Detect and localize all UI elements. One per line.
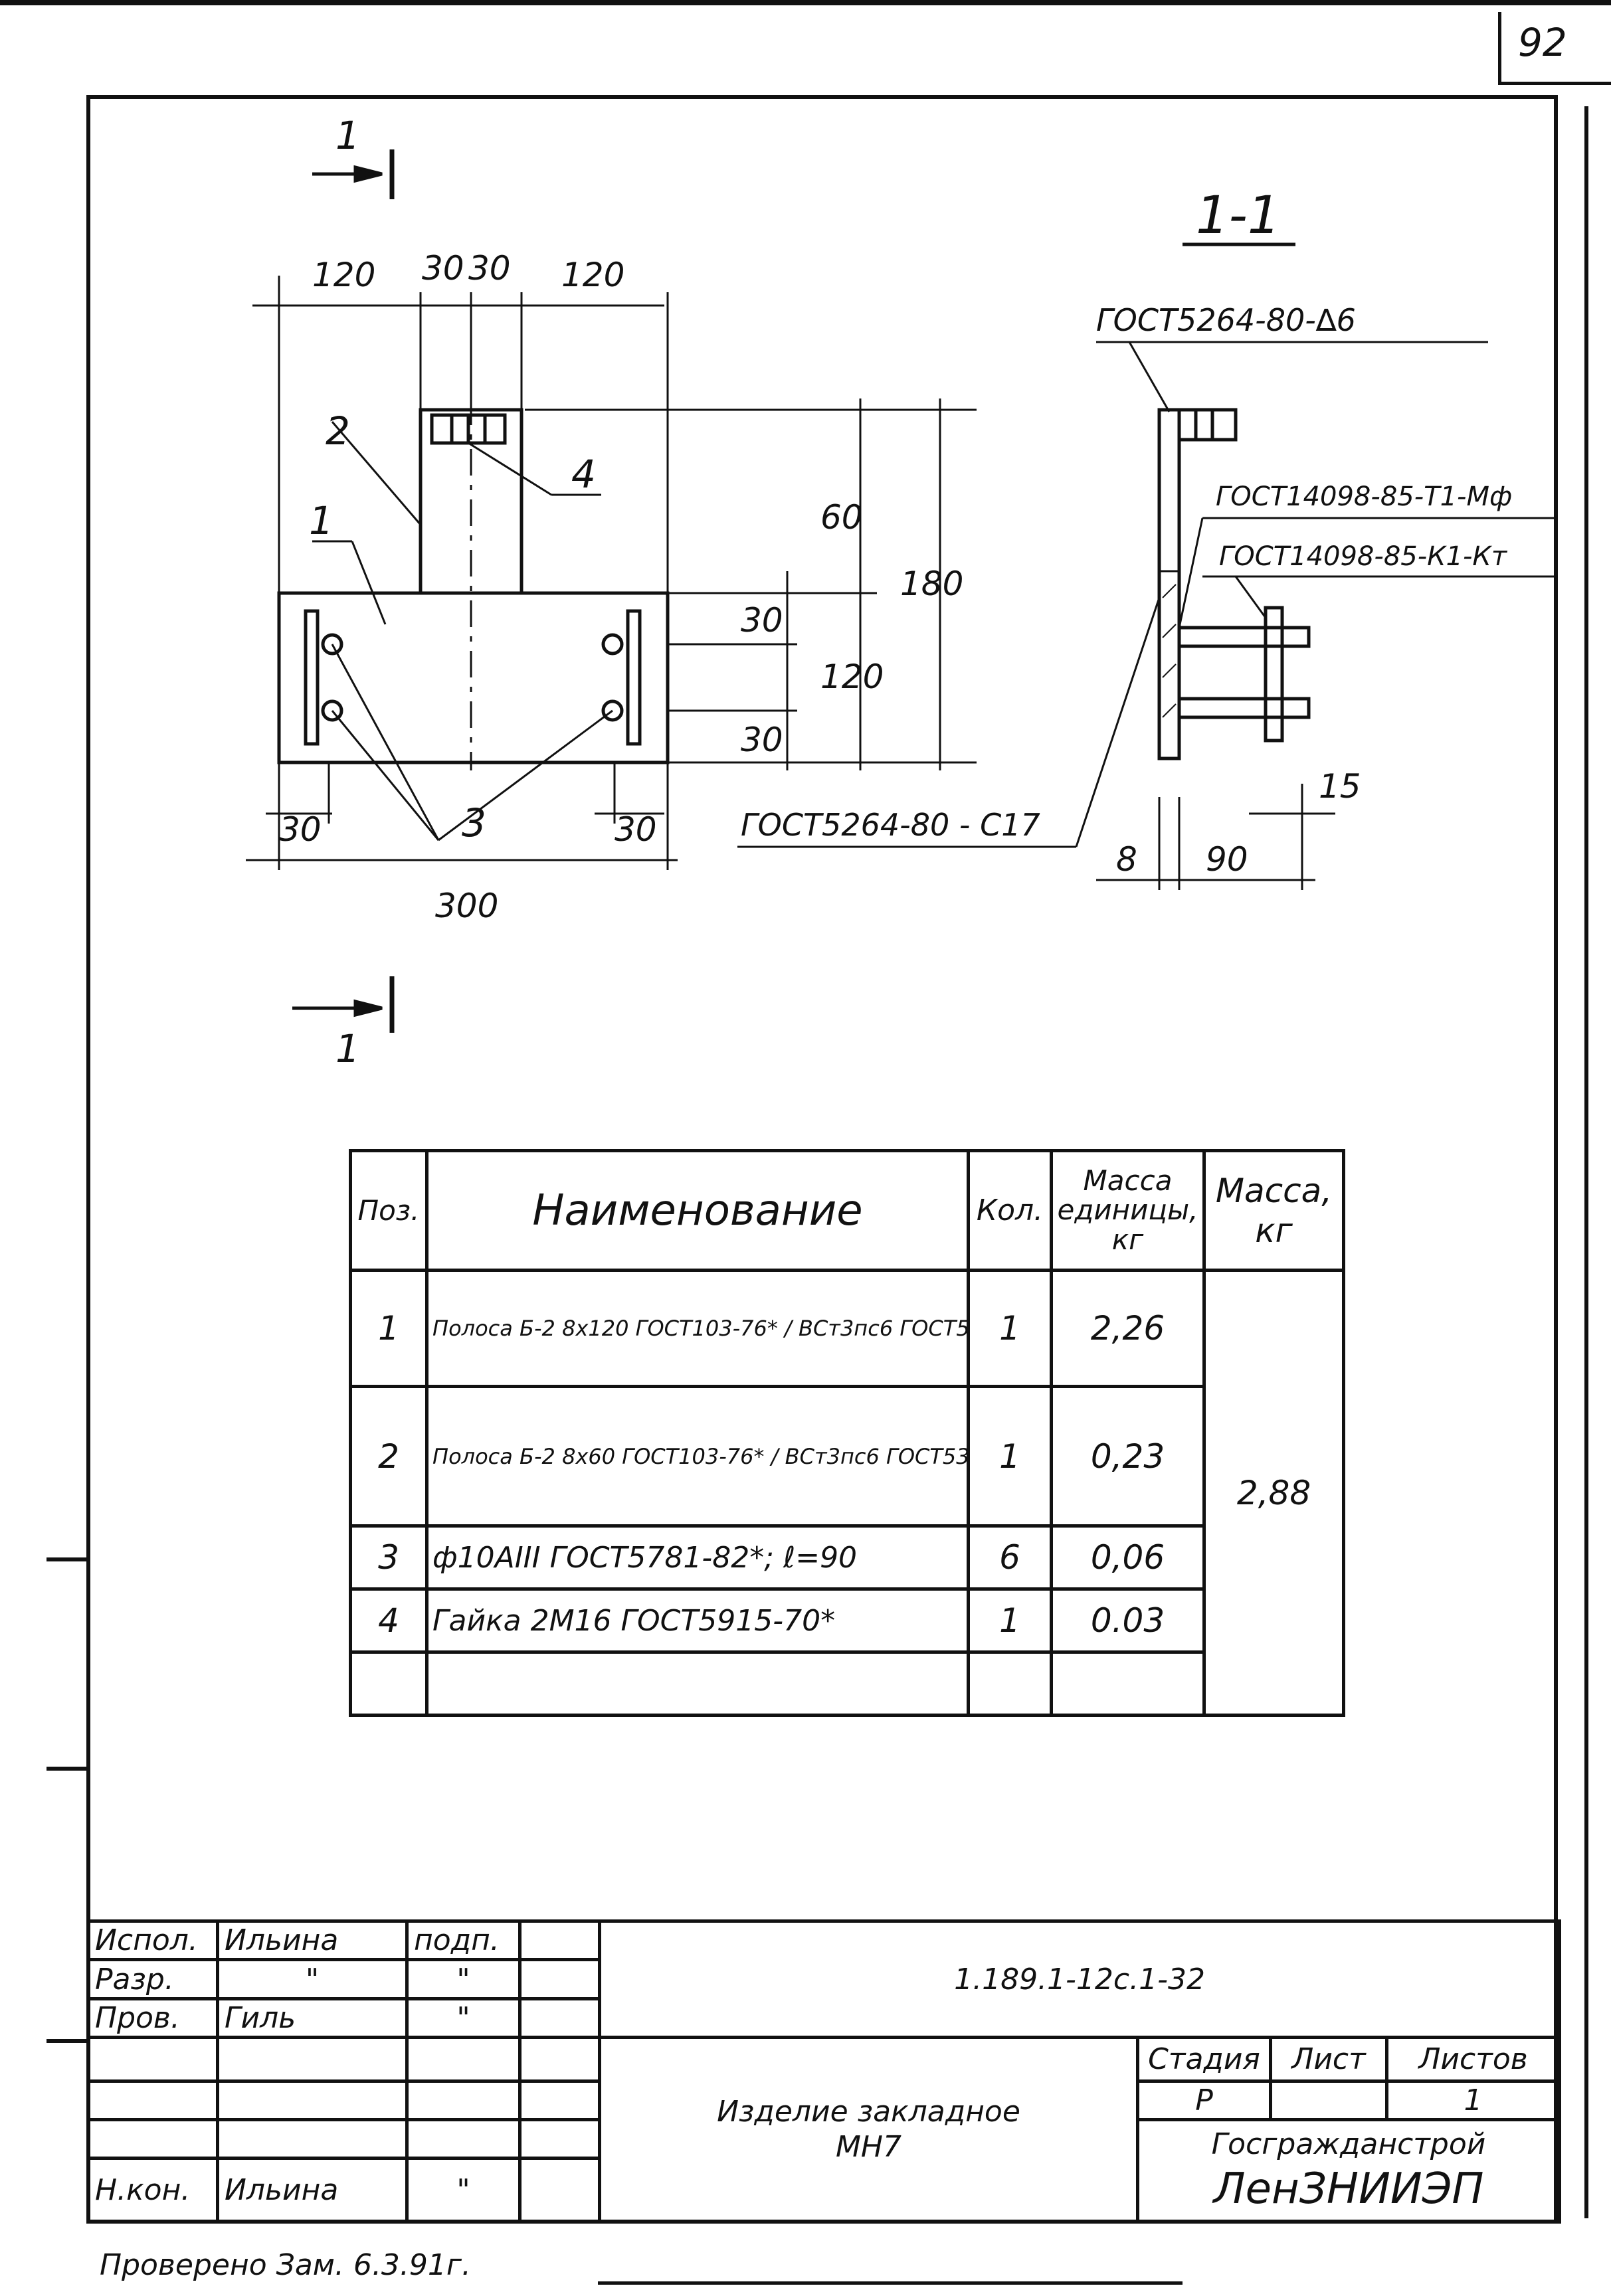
stamp-sign: " (405, 1996, 521, 2040)
row-pos: 3 (349, 1524, 428, 1591)
dim-30-bottom-right: 30 (615, 810, 657, 849)
weld-note-k1: ГОСТ14098-85-К1-Кт (1219, 541, 1507, 572)
row-name: Гайка 2М16 ГОСТ5915-70* (425, 1587, 970, 1654)
top-rule (0, 0, 1611, 5)
dim-8: 8 (1116, 840, 1137, 879)
margin-mark (47, 2039, 86, 2043)
stamp-sign: подп. (405, 1919, 521, 1962)
row-pos: 1 (349, 1269, 428, 1388)
row-qty: 6 (967, 1524, 1053, 1591)
footer-rule (598, 2281, 1183, 2285)
row-pos: 2 (349, 1385, 428, 1528)
stamp-person: Ильина (216, 2157, 409, 2224)
spec-header-row: Поз. Наименование Кол. Масса единицы, кг… (349, 1149, 1345, 1272)
dim-30-a: 30 (422, 249, 464, 288)
table-row: 1 Полоса Б-2 8х120 ГОСТ103-76* / ВСт3пс6… (349, 1269, 1345, 1717)
specification-table: Поз. Наименование Кол. Масса единицы, кг… (349, 1149, 1345, 1717)
table-row: 2 Полоса Б-2 8х60 ГОСТ103-76* / ВСт3пс6 … (349, 1385, 1344, 1528)
header-unit-mass: Масса единицы, кг (1050, 1149, 1206, 1272)
stage-value: Р (1136, 2079, 1272, 2121)
stamp-sign: " (405, 1958, 521, 2000)
title-line-2: МН7 (835, 2129, 902, 2164)
margin-mark (47, 1557, 86, 1561)
table-row: 4 Гайка 2М16 ГОСТ5915-70* 1 0.03 (349, 1587, 1344, 1654)
header-qty: Кол. (967, 1149, 1053, 1272)
sheet-label: Лист (1269, 2036, 1388, 2083)
header-name: Наименование (425, 1149, 970, 1272)
stamp-role (86, 2036, 219, 2083)
section-mark-top: 1 (335, 113, 360, 158)
stage-label: Стадия (1136, 2036, 1272, 2083)
table-row: 3 ф10АIII ГОСТ5781-82*; ℓ=90 6 0,06 (349, 1524, 1344, 1591)
section-plate (1157, 408, 1181, 760)
dim-180: 180 (900, 565, 964, 603)
row-name: ф10АIII ГОСТ5781-82*; ℓ=90 (425, 1524, 970, 1591)
weld-note-bottom: ГОСТ5264-80 - С17 (741, 807, 1040, 843)
sheets-value: 1 (1384, 2079, 1562, 2121)
sheet-value (1269, 2079, 1388, 2121)
document-title: Изделие закладное МН7 (598, 2036, 1139, 2224)
corner-number: 92 (1518, 20, 1567, 65)
section-title: 1-1 (1196, 186, 1281, 246)
stamp-role (86, 2117, 219, 2161)
margin-mark (47, 1767, 86, 1771)
callout-4: 4 (571, 452, 596, 497)
row-qty: 1 (967, 1385, 1053, 1528)
weld-note-t1: ГОСТ14098-85-Т1-Мф (1216, 482, 1513, 512)
dim-120-left: 120 (312, 256, 376, 294)
organization: Госгражданстрой ЛенЗНИИЭП (1135, 2117, 1562, 2224)
stamp-role: Н.кон. (86, 2157, 219, 2224)
plate-1 (277, 591, 670, 764)
callout-2: 2 (326, 408, 350, 454)
dim-30-bottom-left: 30 (279, 810, 322, 849)
dim-60: 60 (820, 498, 863, 537)
dim-30-lower: 30 (741, 721, 783, 759)
stamp-person: " (216, 1958, 409, 2000)
title-line-1: Изделие закладное (717, 2094, 1020, 2129)
row-name: Полоса Б-2 8х60 ГОСТ103-76* / ВСт3пс6 ГО… (425, 1385, 970, 1528)
stamp-role: Испол. (86, 1919, 219, 1962)
dim-30-upper: 30 (741, 601, 783, 640)
row-unit-mass: 0,06 (1050, 1524, 1206, 1591)
dim-120-vert: 120 (820, 658, 884, 696)
dim-30-b: 30 (468, 249, 511, 288)
table-row-empty (349, 1650, 1344, 1717)
stamp-sign: " (405, 2157, 521, 2224)
stamp-role: Пров. (86, 1996, 219, 2040)
weld-note-top: ГОСТ5264-80-∆6 (1096, 302, 1356, 338)
title-block: Испол. Ильина подп. 1.189.1-12с.1-32 Раз… (86, 1919, 1562, 2224)
row-unit-mass: 0,23 (1050, 1385, 1206, 1528)
stamp-person: Ильина (216, 1919, 409, 1962)
header-mass: Масса, кг (1202, 1149, 1345, 1272)
document-code: 1.189.1-12с.1-32 (597, 1919, 1562, 2040)
footer-note: Проверено Зам. 6.3.91г. (100, 2248, 472, 2282)
dim-120-right: 120 (561, 256, 625, 294)
right-edge-rule (1584, 106, 1588, 2218)
header-pos: Поз. (349, 1149, 428, 1272)
callout-1: 1 (309, 498, 333, 543)
row-unit-mass: 2,26 (1050, 1269, 1206, 1388)
row-unit-mass: 0.03 (1050, 1587, 1206, 1654)
org-line-1: Госгражданстрой (1211, 2127, 1486, 2161)
stamp-role: Разр. (86, 1958, 219, 2000)
dim-15: 15 (1319, 767, 1361, 806)
total-mass: 2,88 (1202, 1269, 1345, 1717)
dim-300: 300 (435, 887, 499, 925)
section-mark-bottom: 1 (335, 1026, 360, 1071)
row-pos: 4 (349, 1587, 428, 1654)
row-qty: 1 (967, 1587, 1053, 1654)
row-qty: 1 (967, 1269, 1053, 1388)
row-name: Полоса Б-2 8х120 ГОСТ103-76* / ВСт3пс6 Г… (425, 1269, 970, 1388)
org-line-2: ЛенЗНИИЭП (1213, 2164, 1484, 2214)
stamp-role (86, 2079, 219, 2121)
drawing-linework (246, 149, 1555, 1033)
dim-90: 90 (1206, 840, 1248, 879)
stamp-person: Гиль (216, 1996, 409, 2040)
corner-box (1498, 12, 1611, 85)
callout-3: 3 (462, 800, 486, 845)
sheets-label: Листов (1384, 2036, 1562, 2083)
